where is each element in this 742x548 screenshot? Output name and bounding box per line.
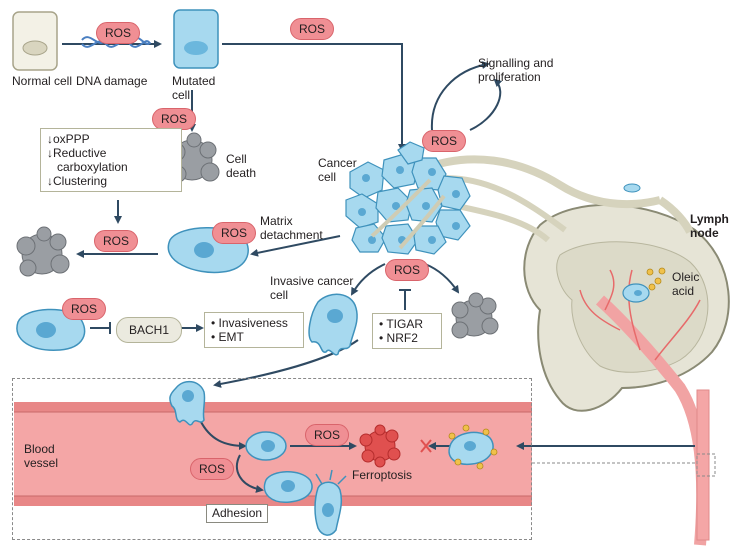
- ros-badge-invasive: ROS: [385, 259, 430, 281]
- tumour-nuclei: [358, 166, 460, 244]
- lymph-strands: [370, 178, 446, 250]
- ros-badge-dna: ROS: [96, 22, 141, 44]
- tigar-box: • TIGAR • NRF2: [372, 313, 442, 349]
- tigar-item: • NRF2: [379, 331, 418, 345]
- ros-badge-ferroptosis: ROS: [305, 424, 350, 446]
- dead-cell-top: [166, 132, 220, 183]
- dead-cell-right: [451, 292, 499, 339]
- efferent-vessel: [696, 389, 710, 541]
- blood-vessel-label: Blood vessel: [24, 442, 59, 470]
- bach1-node: BACH1: [116, 317, 182, 343]
- dna-damage-label: DNA damage: [76, 74, 148, 88]
- invasiveness-item: • EMT: [211, 330, 244, 344]
- intravasating-cell: [169, 380, 206, 426]
- invasiveness-box: • Invasiveness • EMT: [204, 312, 304, 348]
- tigar-item: • TIGAR: [379, 317, 423, 331]
- block-cross: [420, 439, 432, 453]
- metabolic-item: ↓oxPPP: [47, 132, 90, 146]
- vessel-inset-box: [12, 378, 532, 540]
- metabolic-item: ↓Reductive: [47, 146, 107, 160]
- invasiveness-item: • Invasiveness: [211, 316, 288, 330]
- lymph-node-label: Lymph node: [690, 212, 729, 240]
- normal-cell-label: Normal cell: [12, 74, 73, 88]
- invasive-cell-label: Invasive cancer cell: [270, 274, 354, 302]
- ros-badge-bach1: ROS: [62, 298, 107, 320]
- mutated-cell: [173, 9, 219, 69]
- invasive-cell: [308, 293, 358, 356]
- arrows: [62, 40, 695, 493]
- normal-cell: [12, 11, 58, 71]
- matrix-detachment-label: Matrix detachment: [260, 214, 323, 242]
- ros-badge-signalling: ROS: [422, 130, 467, 152]
- dead-cell-left: [16, 226, 70, 277]
- cell-death-label: Cell death: [226, 152, 257, 180]
- protected-cell: [448, 424, 498, 470]
- ferroptotic-cell: [359, 424, 401, 468]
- mutated-cell-label: Mutated cell: [172, 74, 216, 102]
- extravasating-cell: [314, 469, 347, 536]
- signalling-label: Signalling and proliferation: [478, 56, 554, 84]
- oleic-acid-label: Oleic acid: [672, 270, 700, 298]
- adhered-cell-lower: [263, 471, 313, 503]
- ferroptosis-label: Ferroptosis: [352, 468, 413, 482]
- cancer-cell-label: Cancer cell: [318, 156, 357, 184]
- metabolic-item: carboxylation: [57, 160, 128, 174]
- circulating-cell: [245, 431, 287, 461]
- metabolic-item: ↓Clustering: [47, 174, 108, 188]
- ros-badge-detachment: ROS: [212, 222, 257, 244]
- adhesion-label: Adhesion: [206, 504, 269, 523]
- metabolic-box: ↓oxPPP ↓Reductive carboxylation ↓Cluster…: [40, 128, 182, 192]
- ros-badge-death: ROS: [152, 108, 197, 130]
- ros-badge-top: ROS: [290, 18, 335, 40]
- ros-badge-detached-death: ROS: [94, 230, 139, 252]
- ros-badge-adhesion: ROS: [190, 458, 235, 480]
- bach1-cell: [16, 308, 86, 351]
